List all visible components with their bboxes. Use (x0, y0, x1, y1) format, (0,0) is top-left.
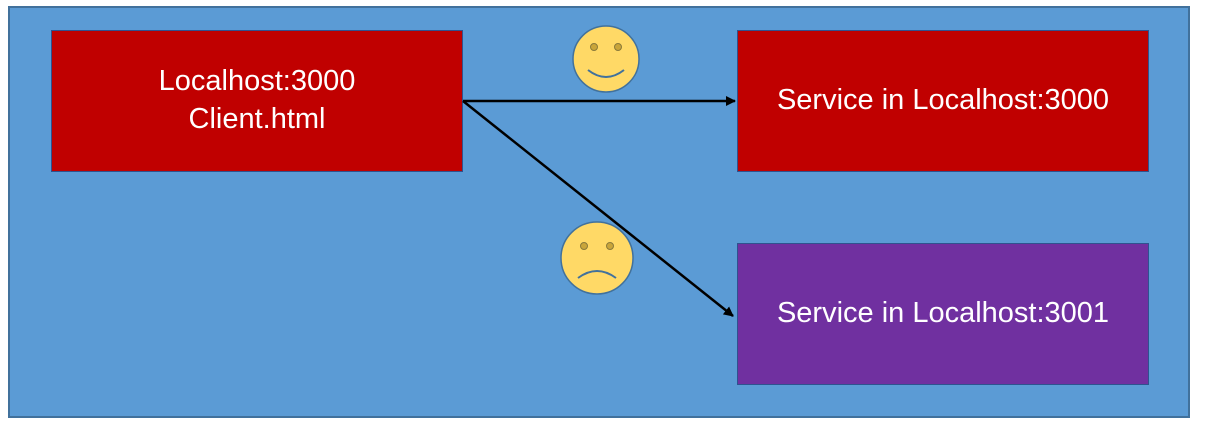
service-other-origin-box: Service in Localhost:3001 (737, 243, 1149, 385)
service-same-origin-box: Service in Localhost:3000 (737, 30, 1149, 172)
client-file-label: Client.html (188, 103, 326, 135)
client-origin-label: Localhost:3000 (158, 65, 356, 98)
client-box: Localhost:3000 Client.html (51, 30, 463, 172)
service-other-origin-label: Service in Localhost:3001 (776, 297, 1110, 330)
service-same-origin-label: Service in Localhost:3000 (776, 84, 1110, 117)
